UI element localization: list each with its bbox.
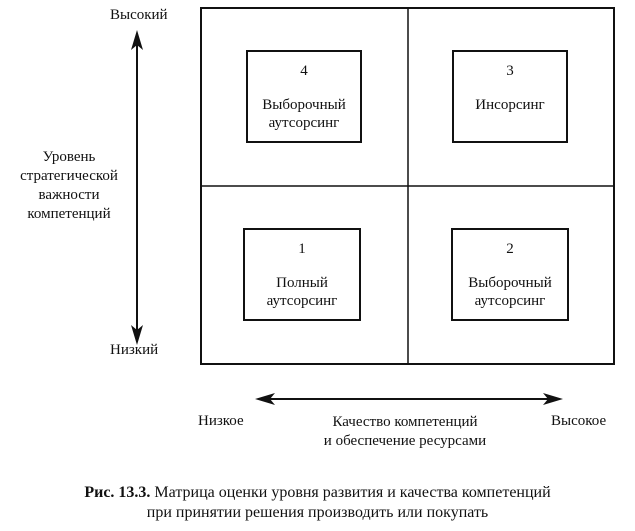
quadrant-box-2: 2 Выборочный аутсорсинг <box>451 228 569 321</box>
quadrant-label-line: Инсорсинг <box>475 97 545 113</box>
y-axis-low-label: Низкий <box>110 342 159 358</box>
quadrant-label-line: аутсорсинг <box>266 293 338 309</box>
quadrant-label-line: Выборочный <box>468 275 552 291</box>
quadrant-box-4: 4 Выборочный аутсорсинг <box>246 50 362 143</box>
y-axis-title-line: важности <box>38 187 100 203</box>
y-axis-title-line: Уровень <box>42 149 96 165</box>
caption-figure-label: Рис. 13.3. <box>84 484 151 501</box>
y-axis-arrow-down-head <box>131 325 143 345</box>
quadrant-label-line: Выборочный <box>262 97 346 113</box>
y-axis-arrow-up-head <box>131 30 143 50</box>
y-axis-title: Уровень стратегической важности компетен… <box>10 148 128 224</box>
y-axis-title-line: стратегической <box>20 168 118 184</box>
x-axis-arrow-right-head <box>543 393 563 405</box>
quadrant-number: 2 <box>506 241 514 257</box>
quadrant-label-line: аутсорсинг <box>474 293 546 309</box>
figure-caption: Рис. 13.3. Матрица оценки уровня развити… <box>20 483 615 523</box>
x-axis-title-line: и обеспечение ресурсами <box>323 433 487 449</box>
caption-text-1: Матрица оценки уровня развития и качеств… <box>154 484 551 501</box>
quadrant-number: 4 <box>300 63 308 79</box>
x-axis-arrow-left-head <box>255 393 275 405</box>
quadrant-number: 3 <box>506 63 514 79</box>
y-axis-title-line: компетенций <box>27 206 111 222</box>
quadrant-box-3: 3 Инсорсинг <box>452 50 568 143</box>
quadrant-label-line: аутсорсинг <box>268 115 340 131</box>
caption-line-1: Рис. 13.3. Матрица оценки уровня развити… <box>20 483 615 503</box>
quadrant-number: 1 <box>298 241 306 257</box>
x-axis-high-label: Высокое <box>551 413 607 429</box>
x-axis-title: Качество компетенций и обеспечение ресур… <box>290 413 520 451</box>
quadrant-label-line: Полный <box>276 275 328 291</box>
x-axis-title-line: Качество компетенций <box>332 414 478 430</box>
quadrant-box-1: 1 Полный аутсорсинг <box>243 228 361 321</box>
x-axis-low-label: Низкое <box>198 413 244 429</box>
y-axis-high-label: Высокий <box>110 7 168 23</box>
caption-text-2: при принятии решения производить или пок… <box>146 504 489 521</box>
